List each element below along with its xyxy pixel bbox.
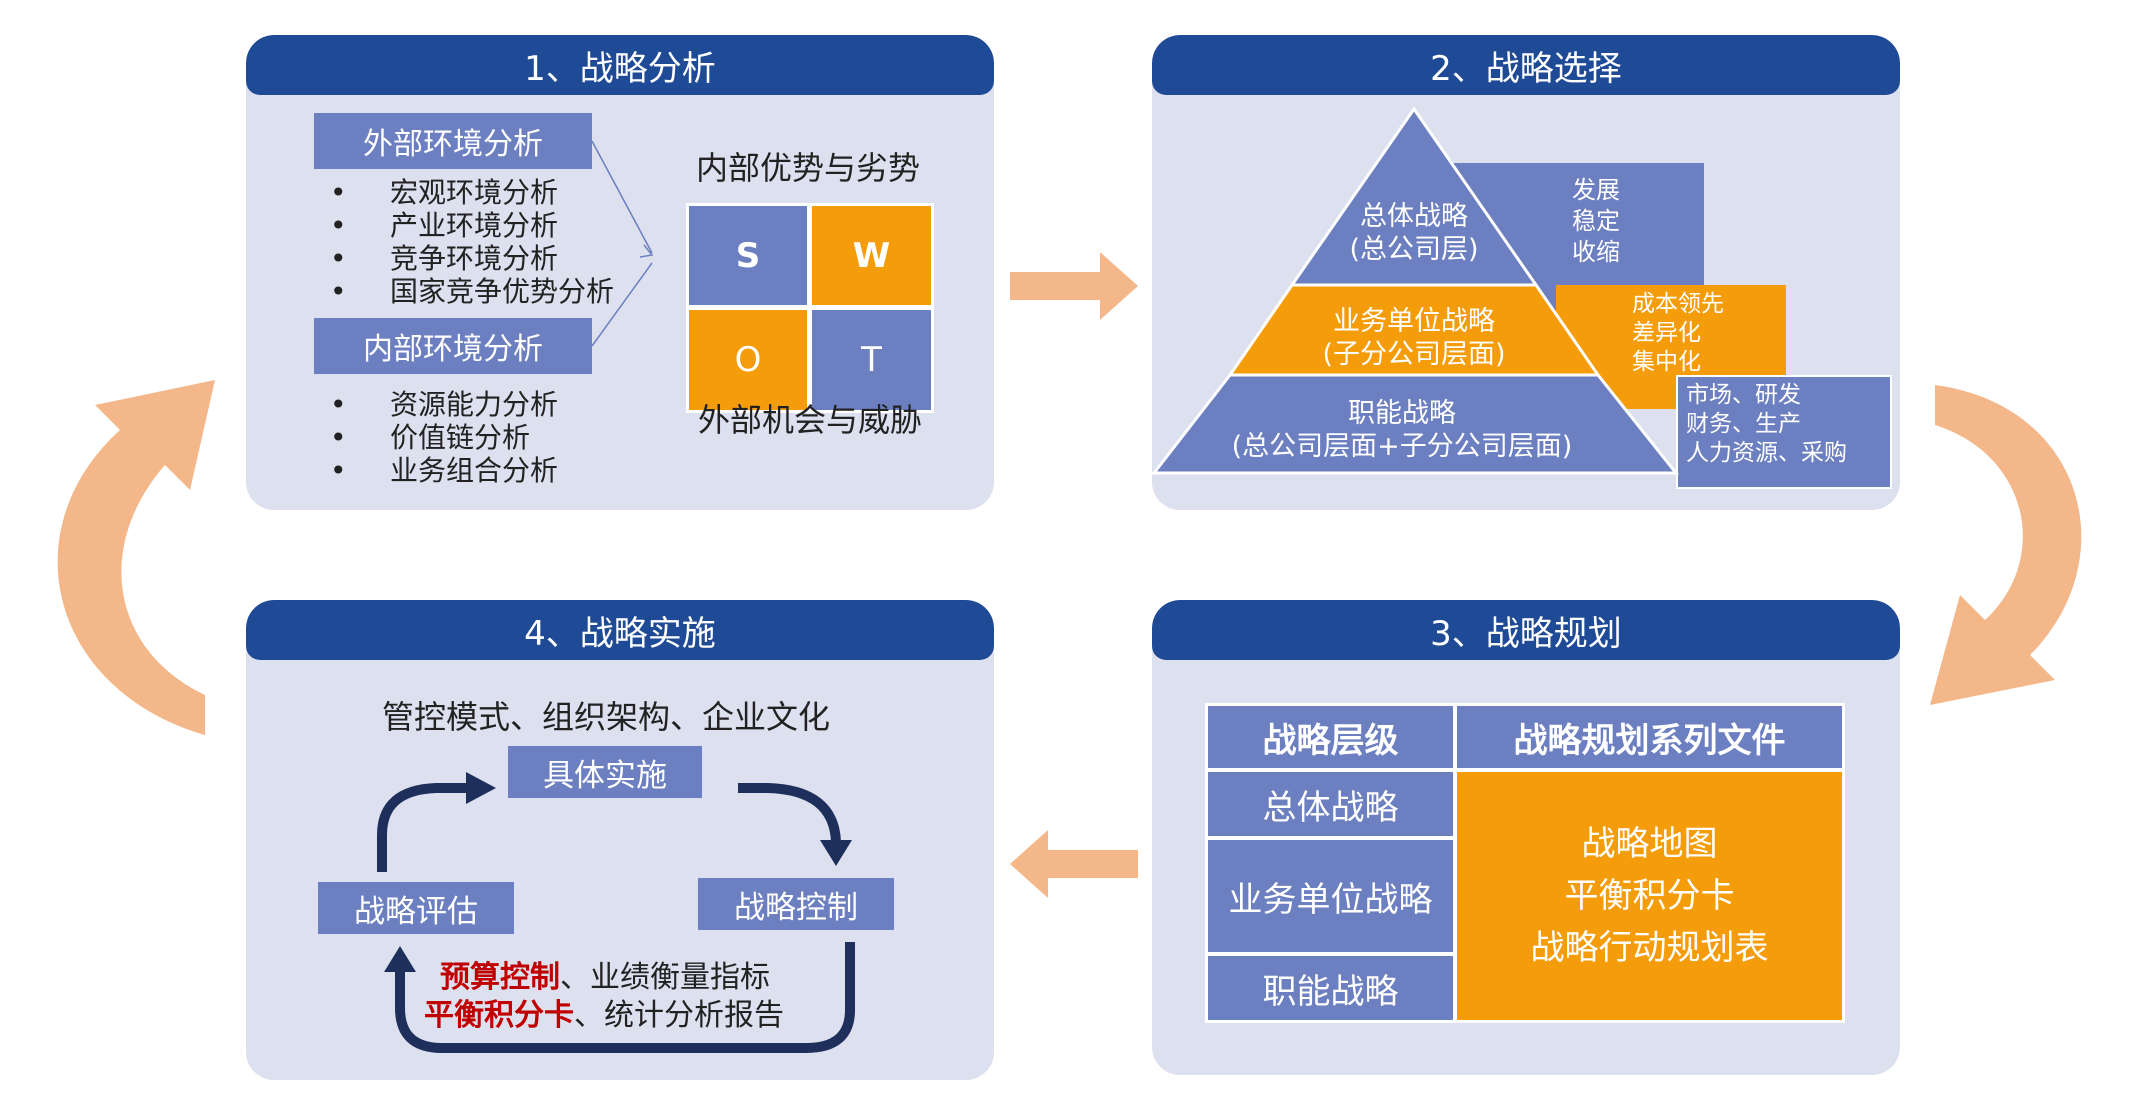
- implementation-cycle: [377, 772, 855, 1053]
- curved-arrow-up-icon: [57, 380, 215, 735]
- step-control: 战略控制: [698, 878, 894, 930]
- external-analysis-list: 宏观环境分析 产业环境分析 竞争环境分析 国家竞争优势分析: [310, 176, 614, 308]
- cycle-arrow-icon: [738, 783, 841, 843]
- arrow-right-icon: [1010, 252, 1138, 320]
- control-tools-line-1: 预算控制、业绩衡量指标: [440, 960, 770, 995]
- list-item: 产业环境分析: [310, 209, 614, 242]
- swot-bottom-caption: 外部机会与威胁: [698, 401, 923, 439]
- table-header-level: 战略层级: [1208, 706, 1453, 768]
- cycle-arrow-icon: [395, 942, 855, 1053]
- internal-analysis-list: 资源能力分析 价值链分析 业务组合分析: [310, 388, 558, 487]
- level3-label: 职能战略 (总公司层面+子分公司层面): [1231, 398, 1573, 462]
- panel-strategy-implementation: 4、战略实施 管控模式、组织架构、企业文化 具体实施 战略评估 战略控制 预算控…: [246, 600, 994, 1080]
- level3-options: 市场、研发 财务、生产 人力资源、采购: [1686, 382, 1847, 466]
- highlight-text: 预算控制: [440, 960, 560, 995]
- arrowhead-icon: [820, 840, 852, 866]
- document-item: 平衡积分卡: [1564, 876, 1735, 916]
- level2-label: 业务单位战略 (子分公司层面): [1322, 306, 1506, 370]
- pyramid-level-3: [1152, 373, 1680, 475]
- external-analysis-label: 外部环境分析: [314, 113, 592, 169]
- cycle-arrow-icon: [377, 783, 468, 872]
- highlight-text: 平衡积分卡: [424, 998, 574, 1033]
- table-documents-cell: 战略地图 平衡积分卡 战略行动规划表: [1457, 772, 1842, 1020]
- swot-top-caption: 内部优势与劣势: [696, 149, 921, 187]
- level2-options: 成本领先 差异化 集中化: [1632, 291, 1724, 375]
- step-implement: 具体实施: [508, 746, 702, 798]
- document-item: 战略地图: [1581, 824, 1718, 864]
- table-row-level: 总体战略: [1208, 772, 1453, 836]
- control-tools-line-2: 平衡积分卡、统计分析报告: [424, 998, 784, 1033]
- list-item: 价值链分析: [310, 421, 558, 454]
- list-item: 竞争环境分析: [310, 242, 614, 275]
- swot-w: W: [812, 206, 931, 305]
- document-item: 战略行动规划表: [1530, 928, 1769, 968]
- list-item: 业务组合分析: [310, 454, 558, 487]
- panel-title: 3、战略规划: [1152, 600, 1900, 660]
- level3-options-box: [1676, 375, 1892, 489]
- connector-lines: [591, 140, 654, 347]
- panel-strategy-analysis: 1、战略分析 外部环境分析 宏观环境分析 产业环境分析 竞争环境分析 国家竞争优…: [246, 35, 994, 510]
- panel-strategy-choice: 2、战略选择 总体战略 (总公司层) 发展 稳定 收缩 业务单位战略 (子分公司…: [1152, 35, 1900, 510]
- table-row-level: 职能战略: [1208, 956, 1453, 1020]
- curved-arrow-down-icon: [1930, 385, 2082, 705]
- arrowhead-icon: [466, 772, 496, 804]
- panel-title: 2、战略选择: [1152, 35, 1900, 95]
- panel-strategy-planning: 3、战略规划 战略层级 战略规划系列文件 总体战略 业务单位战略 职能战略 战略…: [1152, 600, 1900, 1075]
- implementation-context: 管控模式、组织架构、企业文化: [382, 698, 831, 736]
- swot-o: O: [689, 310, 807, 410]
- planning-table: 战略层级 战略规划系列文件 总体战略 业务单位战略 职能战略 战略地图 平衡积分…: [1205, 703, 1845, 1023]
- strategy-pyramid: [1152, 106, 1680, 475]
- level1-label: 总体战略 (总公司层): [1349, 201, 1479, 265]
- internal-analysis-label: 内部环境分析: [314, 318, 592, 374]
- swot-s: S: [689, 206, 807, 305]
- swot-t: T: [812, 310, 931, 410]
- table-row-level: 业务单位战略: [1208, 840, 1453, 952]
- step-evaluate: 战略评估: [318, 882, 514, 934]
- list-item: 宏观环境分析: [310, 176, 614, 209]
- arrowhead-icon: [384, 946, 416, 972]
- panel-title: 1、战略分析: [246, 35, 994, 95]
- level1-options: 发展 稳定 收缩: [1572, 176, 1620, 266]
- arrow-left-icon: [1010, 830, 1138, 898]
- list-item: 资源能力分析: [310, 388, 558, 421]
- list-item: 国家竞争优势分析: [310, 275, 614, 308]
- table-header-documents: 战略规划系列文件: [1457, 706, 1842, 768]
- swot-grid: S W O T: [686, 203, 934, 413]
- panel-title: 4、战略实施: [246, 600, 994, 660]
